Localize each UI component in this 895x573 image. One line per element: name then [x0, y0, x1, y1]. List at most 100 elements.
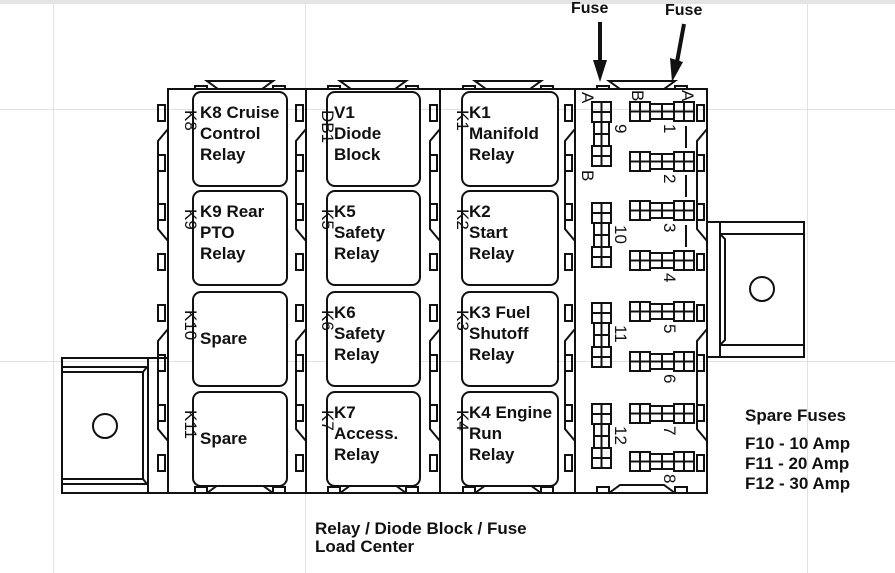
side-clip: [564, 253, 573, 271]
spare-fuse-item: F10 - 10 Amp: [745, 434, 851, 453]
side-clip: [429, 104, 438, 122]
side-clip: [564, 304, 573, 322]
fuse-callout-label: Fuse: [665, 2, 702, 19]
spare-fuses-legend: Spare Fuses F10 - 10 Amp F11 - 20 Amp F1…: [745, 405, 850, 494]
relay-label-line: Relay: [469, 445, 515, 464]
side-clip: [564, 328, 576, 442]
slot-label: K2: [453, 209, 472, 230]
relay-label-line: K8 Cruise: [200, 103, 279, 122]
side-clip: [696, 154, 705, 172]
relay-label-line: Shutoff: [469, 324, 529, 343]
fuse-10: 10: [591, 202, 630, 268]
side-clip: [157, 253, 166, 271]
right-mounting-bracket: [706, 221, 805, 358]
fuse-number: 12: [611, 426, 630, 445]
spare-fuse-item: F12 - 30 Amp: [745, 474, 851, 493]
side-clip: [564, 404, 573, 422]
relay-box: [192, 391, 288, 487]
latch-stub: [405, 85, 419, 90]
side-clip: [295, 354, 304, 372]
fuse-4: 4: [629, 250, 695, 282]
relay-label-line: K2: [469, 202, 491, 221]
relay-box: [461, 291, 559, 387]
relay-label-line: Relay: [200, 145, 246, 164]
relay-label-line: K6: [334, 303, 356, 322]
fuse-12: 12: [591, 403, 630, 469]
latch-stub: [327, 486, 341, 494]
relay-label-line: Safety: [334, 324, 386, 343]
relay-box: [461, 190, 559, 286]
side-clip: [564, 104, 573, 122]
fuse-6: 6: [629, 351, 695, 383]
side-clip: [564, 203, 573, 221]
fuse-callout-label: Fuse: [571, 0, 608, 17]
relay-label-line: Run: [469, 424, 502, 443]
latch-tab: [336, 80, 410, 90]
side-clip: [696, 104, 705, 122]
relay-label-line: Relay: [469, 244, 515, 263]
relay-box: [326, 391, 421, 487]
side-clip: [295, 304, 304, 322]
latch-stub: [540, 486, 554, 494]
side-clip: [429, 328, 441, 442]
relay-box: [326, 190, 421, 286]
slot-label: K8: [181, 110, 200, 131]
side-clip: [696, 304, 705, 322]
relay-label-line: Relay: [469, 145, 515, 164]
slot-label: K5: [318, 209, 337, 230]
fuse-side-label-b: B: [628, 90, 647, 101]
relay-box: [326, 291, 421, 387]
slot-label: K6: [318, 310, 337, 331]
slot-label: K1: [453, 110, 472, 131]
latch-stub: [405, 486, 419, 494]
side-clip: [429, 454, 438, 472]
relay-label-line: K3 Fuel: [469, 303, 530, 322]
side-clip: [564, 354, 573, 372]
relay-label-line: Access.: [334, 424, 398, 443]
side-clip: [295, 104, 304, 122]
relay-label-line: Relay: [334, 445, 380, 464]
relay-box: [326, 91, 421, 187]
gridline: [0, 109, 895, 110]
left-mounting-bracket: [61, 357, 169, 494]
side-clip: [157, 454, 166, 472]
fuse-1: 1: [629, 101, 695, 133]
latch-stub: [462, 486, 476, 494]
relay-label-line: K5: [334, 202, 356, 221]
latch-stub: [674, 85, 688, 90]
latch-stub: [327, 85, 341, 90]
side-clip: [295, 128, 307, 242]
latch-stub: [272, 85, 286, 90]
relay-label-line: Relay: [334, 244, 380, 263]
fuse-side-label-b: B: [578, 170, 597, 181]
side-clip: [157, 104, 166, 122]
side-clip: [157, 404, 166, 422]
spare-fuse-item: F11 - 20 Amp: [745, 454, 850, 473]
side-clip: [157, 203, 166, 221]
relay-label-line: V1: [334, 103, 355, 122]
mounting-hole-icon: [92, 413, 118, 439]
side-clip: [157, 304, 166, 322]
fuse-9: 9: [591, 101, 630, 167]
side-clip: [429, 354, 438, 372]
side-clip: [295, 328, 307, 442]
fuse-number: 10: [611, 225, 630, 244]
relay-label-line: K1: [469, 103, 491, 122]
latch-stub: [540, 85, 554, 90]
fuse-11: 11: [591, 302, 630, 368]
relay-label-line: Block: [334, 145, 381, 164]
relay-label-line: Manifold: [469, 124, 539, 143]
side-clip: [295, 203, 304, 221]
slot-label: DB1: [318, 110, 337, 143]
fuse-number: 11: [611, 325, 630, 343]
relay-box: [192, 190, 288, 286]
fuse-8: 8: [629, 451, 695, 483]
fuse-2: 2: [629, 151, 695, 183]
latch-stub: [674, 486, 688, 494]
